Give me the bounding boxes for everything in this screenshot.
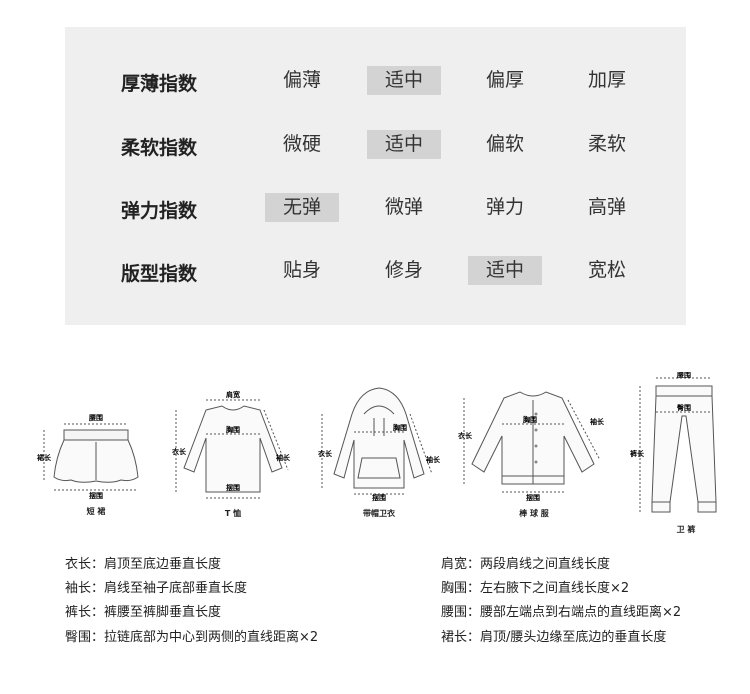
label-hem: 摆围 [526, 493, 540, 502]
option: 柔软 [587, 133, 626, 155]
label-chest: 胸围 [226, 425, 240, 434]
option-selected: 适中 [468, 256, 542, 285]
label-hem: 摆围 [89, 491, 103, 500]
option: 加厚 [587, 69, 626, 91]
label-hip: 臀围 [677, 403, 691, 412]
label-hem: 摆围 [372, 493, 386, 502]
tshirt-diagram: 肩宽 胸围 衣长 袖长 摆围 [172, 390, 291, 499]
legend-skirt-length: 裙长：肩顶/腰头边缘至底边的垂直长度 [441, 630, 667, 645]
option: 贴身 [282, 259, 321, 281]
legend-length: 衣长：肩顶至底边垂直长度 [65, 557, 222, 572]
option-selected: 适中 [367, 130, 441, 159]
label-length: 衣长 [458, 431, 473, 440]
caption-baseball-jacket: 棒 球 服 [519, 509, 549, 518]
caption-tshirt: T 恤 [224, 509, 242, 518]
legend-waist: 腰围：腰部左端点到右端点的直线距离×2 [441, 605, 682, 620]
option: 微硬 [282, 133, 321, 155]
label-length: 衣长 [318, 449, 333, 458]
row-label: 弹力指数 [121, 200, 198, 222]
legend-hip: 臀围：拉链底部为中心到两侧的直线距离×2 [65, 630, 319, 645]
label-chest: 胸围 [523, 415, 537, 424]
baseball-jacket-diagram: 胸围 衣长 袖长 摆围 [458, 391, 605, 502]
skirt-diagram: 腰围 裙长 摆围 [36, 413, 139, 500]
sweatpants-diagram: 腰围 臀围 裤长 [629, 372, 717, 513]
caption-sweatpants: 卫 裤 [676, 525, 696, 534]
option: 弹力 [485, 196, 524, 218]
label-waist: 腰围 [88, 413, 103, 422]
hoodie-diagram: 胸围 衣长 袖长 摆围 [318, 387, 441, 502]
option: 偏厚 [485, 69, 524, 91]
legend-chest: 胸围：左右腋下之间直线长度×2 [441, 581, 630, 596]
legend-pants-length: 裤长：裤腰至裤脚垂直长度 [65, 605, 222, 620]
option: 宽松 [587, 259, 626, 281]
label-sleeve: 袖长 [589, 417, 605, 426]
legend-shoulder: 肩宽：两段肩线之间直线长度 [441, 557, 611, 572]
option: 高弹 [587, 196, 626, 218]
option: 偏薄 [282, 69, 321, 91]
option: 微弹 [384, 196, 423, 218]
label-sleeve: 袖长 [425, 455, 441, 464]
label-length: 衣长 [172, 447, 187, 456]
label-length: 裙长 [36, 453, 52, 462]
row-label: 厚薄指数 [121, 73, 198, 95]
caption-hoodie: 带帽卫衣 [363, 509, 395, 518]
label-shoulder: 肩宽 [225, 390, 240, 399]
option-selected: 适中 [367, 66, 441, 95]
label-hem: 摆围 [226, 483, 240, 492]
row-label: 柔软指数 [121, 137, 198, 159]
label-waist: 腰围 [676, 372, 691, 379]
label-chest: 胸围 [393, 423, 407, 432]
caption-skirt: 短 裙 [86, 507, 106, 516]
label-length: 裤长 [629, 449, 645, 458]
row-label: 版型指数 [121, 263, 198, 285]
option: 偏软 [485, 133, 524, 155]
option: 修身 [384, 259, 423, 281]
label-sleeve: 袖长 [275, 453, 291, 462]
legend-sleeve: 袖长：肩线至袖子底部垂直长度 [65, 581, 248, 596]
option-selected: 无弹 [265, 193, 339, 222]
